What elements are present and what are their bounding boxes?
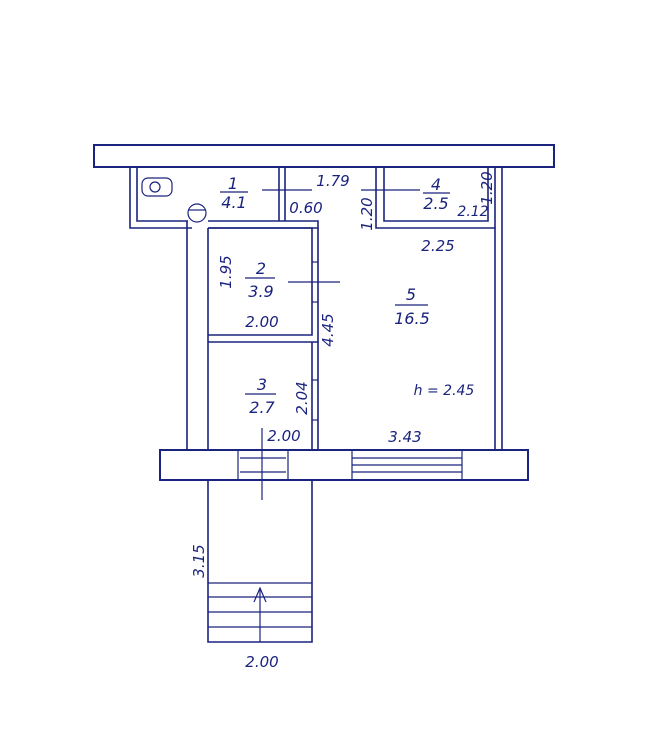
dim-2-04: 2.04: [293, 381, 311, 414]
dim-1-95: 1.95: [217, 255, 235, 288]
left-wall: [186, 221, 209, 451]
room-3-number: 1: [228, 174, 238, 193]
dim-2-00-room1: 2.00: [267, 427, 300, 445]
room-1-number: 3: [257, 375, 267, 394]
room-1-walls: [311, 342, 319, 451]
dim-4-45: 4.45: [319, 313, 337, 346]
dim-2-25: 2.25: [421, 237, 454, 255]
room-4-area: 2.5: [423, 194, 448, 213]
bathroom-block: [129, 167, 319, 229]
sink-icon: [187, 203, 207, 223]
top-wall: [93, 144, 555, 168]
bottom-wall: [159, 428, 529, 500]
dim-2-12: 2.12: [457, 204, 488, 220]
room-3-area: 4.1: [221, 193, 246, 212]
dim-0-60: 0.60: [289, 199, 322, 217]
room-5-number: 5: [406, 285, 416, 304]
ceiling-height: h = 2.45: [414, 383, 475, 399]
entrance-porch: [207, 480, 313, 643]
dim-2-00-room2: 2.00: [245, 313, 278, 331]
dim-1-20-left: 1.20: [358, 197, 376, 230]
room-4-number: 4: [431, 175, 441, 194]
toilet-icon: [141, 177, 173, 197]
dim-1-20-right: 1.20: [478, 171, 496, 204]
room-2-number: 2: [256, 259, 266, 278]
dim-3-15: 3.15: [190, 544, 208, 577]
room-5-area: 16.5: [394, 309, 430, 328]
dim-2-00-stairs: 2.00: [245, 653, 278, 671]
dim-3-43: 3.43: [388, 428, 421, 446]
room-1-area: 2.7: [249, 398, 275, 417]
room-2-area: 3.9: [248, 282, 273, 301]
dim-1-79: 1.79: [316, 172, 349, 190]
